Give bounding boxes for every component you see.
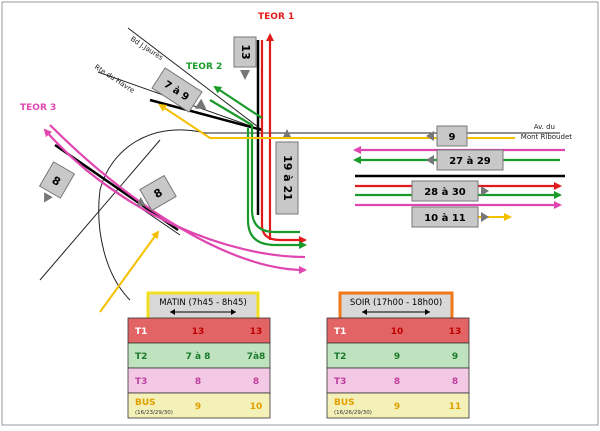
table-cell-b: 10 bbox=[250, 402, 263, 412]
teor1-label: TEOR 1 bbox=[258, 12, 294, 22]
signal-27a29-box bbox=[436, 149, 504, 171]
table-row-bg bbox=[127, 367, 271, 394]
table-row-bg bbox=[326, 342, 470, 369]
street-riboudet-label-2: Mont Riboudet bbox=[521, 133, 572, 141]
table-title-arrow-left bbox=[362, 309, 367, 315]
table-cell-a: 9 bbox=[394, 402, 400, 412]
table-title-box bbox=[338, 291, 454, 321]
street-diagonal bbox=[39, 139, 161, 281]
signal-9-arrow bbox=[426, 131, 434, 141]
table-cell-a: 10 bbox=[391, 327, 404, 337]
signal-19a21-label: 19 à 21 bbox=[281, 155, 294, 201]
signal-13-box bbox=[233, 36, 257, 68]
table-title-arrow-left bbox=[170, 309, 175, 315]
table-cell-a: 13 bbox=[192, 327, 205, 337]
black-track-diagonal bbox=[149, 98, 263, 132]
table-row-label: T3 bbox=[334, 377, 346, 387]
street-curve bbox=[98, 129, 206, 301]
table-row-label: T3 bbox=[135, 377, 147, 387]
signal-13-arrow bbox=[240, 70, 250, 80]
bus-up bbox=[99, 230, 160, 313]
signal-8-right-arrow bbox=[136, 197, 146, 206]
signal-27a29-label: 27 à 29 bbox=[449, 155, 491, 167]
table-cell-b: 9 bbox=[452, 352, 458, 362]
table-row-bg bbox=[127, 342, 271, 369]
signal-10a11-arrow bbox=[481, 212, 489, 222]
table-cell-a: 8 bbox=[195, 377, 201, 387]
teor2-label: TEOR 2 bbox=[186, 62, 222, 72]
signal-27a29: 27 à 29 bbox=[426, 149, 504, 171]
teor2-in bbox=[209, 99, 300, 234]
street-riboudet-label-1: Av. du bbox=[534, 123, 555, 131]
table-row-label: T1 bbox=[135, 327, 147, 337]
bus-left bbox=[158, 103, 515, 139]
signal-13: 13 bbox=[233, 36, 257, 80]
signal-8-left-arrow bbox=[44, 192, 53, 203]
table-row-bg bbox=[326, 317, 470, 344]
teor3-label: TEOR 3 bbox=[20, 103, 56, 113]
signal-10a11: 10 à 11 bbox=[411, 206, 489, 228]
signal-28a30: 28 à 30 bbox=[411, 180, 489, 202]
table-title-arrow-right bbox=[425, 309, 430, 315]
table-row-sublabel: (16/26/29/30) bbox=[334, 410, 372, 416]
signal-8-left-box bbox=[38, 161, 76, 199]
table-row-bg bbox=[127, 392, 271, 419]
table-row-bg bbox=[326, 367, 470, 394]
signal-28a30-box bbox=[411, 180, 479, 202]
table-cell-a: 7 à 8 bbox=[186, 352, 211, 362]
table-row-bg bbox=[127, 317, 271, 344]
table-row-label: BUS bbox=[334, 398, 355, 408]
table-cell-b: 7à8 bbox=[247, 352, 266, 362]
table-title-box bbox=[146, 291, 260, 321]
signal-7a9: 7 à 9 bbox=[151, 67, 207, 113]
signal-19a21: 19 à 21 bbox=[275, 129, 299, 215]
signal-13-label: 13 bbox=[239, 44, 252, 59]
table-title: MATIN (7h45 - 8h45) bbox=[159, 298, 247, 308]
signal-9: 9 bbox=[426, 125, 468, 147]
signal-28a30-label: 28 à 30 bbox=[424, 186, 466, 198]
table-title: SOIR (17h00 - 18h00) bbox=[350, 298, 442, 308]
table-cell-a: 9 bbox=[394, 352, 400, 362]
table-cell-b: 11 bbox=[449, 402, 462, 412]
table-cell-b: 8 bbox=[452, 377, 458, 387]
signal-8-right-box bbox=[139, 174, 177, 212]
table-cell-a: 8 bbox=[394, 377, 400, 387]
table-row-label: T1 bbox=[334, 327, 346, 337]
signal-19a21-arrow bbox=[283, 129, 291, 137]
table-cell-b: 8 bbox=[253, 377, 259, 387]
table-row-label: T2 bbox=[135, 352, 147, 362]
teor2-down bbox=[246, 128, 307, 249]
table-cell-b: 13 bbox=[449, 327, 462, 337]
table-cell-a: 9 bbox=[195, 402, 201, 412]
signal-10a11-box bbox=[411, 206, 479, 228]
table-title-arrow-right bbox=[231, 309, 236, 315]
signal-8-right: 8 bbox=[136, 174, 177, 212]
signal-9-label: 9 bbox=[449, 132, 456, 143]
signal-9-box bbox=[436, 125, 468, 147]
teor1-down bbox=[260, 40, 307, 244]
table-row-bg bbox=[326, 392, 470, 419]
teor2-up bbox=[213, 85, 263, 119]
signal-28a30-arrow bbox=[481, 186, 489, 196]
signal-19a21-box bbox=[275, 141, 299, 215]
signal-7a9-arrow bbox=[194, 98, 207, 110]
signal-7a9-box bbox=[151, 67, 203, 113]
table-row-label: T2 bbox=[334, 352, 346, 362]
teor3-down bbox=[49, 124, 307, 274]
signal-27a29-arrow bbox=[426, 155, 434, 165]
table-row-label: BUS bbox=[135, 398, 156, 408]
signal-10a11-label: 10 à 11 bbox=[424, 212, 466, 224]
signal-8-left: 8 bbox=[38, 161, 76, 203]
street-jaures bbox=[127, 27, 263, 131]
table-row-sublabel: (16/23/29/30) bbox=[135, 410, 173, 416]
table-cell-b: 13 bbox=[250, 327, 263, 337]
